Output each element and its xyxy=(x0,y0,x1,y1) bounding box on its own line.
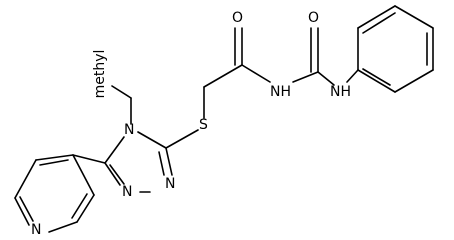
bond xyxy=(109,164,125,185)
bond xyxy=(111,85,132,99)
bond xyxy=(137,131,167,149)
bond xyxy=(346,69,359,83)
bond xyxy=(39,159,69,166)
bond xyxy=(48,221,78,233)
bond xyxy=(203,64,243,88)
molecule-structure: O O NH NH S N methyl N N N xyxy=(14,5,434,235)
bond xyxy=(394,5,434,29)
bond xyxy=(35,154,74,161)
atom-methyl: methyl xyxy=(92,50,108,99)
bond xyxy=(76,194,95,223)
bond xyxy=(72,154,106,164)
atom-n4: N xyxy=(124,122,134,138)
atom-n-pyridine: N xyxy=(31,222,41,235)
bond xyxy=(104,162,121,186)
bond xyxy=(19,196,34,222)
bond xyxy=(241,64,271,83)
atom-o-keto: O xyxy=(232,10,243,26)
bond xyxy=(357,5,396,29)
atom-nh-aniline: NH xyxy=(330,84,351,100)
atom-s: S xyxy=(199,117,208,133)
bond xyxy=(317,71,335,86)
atom-n2: N xyxy=(165,176,175,192)
bond xyxy=(158,151,165,176)
atom-n1: N xyxy=(122,184,132,200)
bond xyxy=(165,147,173,176)
atom-labels: O O NH NH S N methyl N N N xyxy=(31,10,351,235)
bond xyxy=(14,197,30,226)
bond xyxy=(357,69,396,93)
bond xyxy=(362,68,391,86)
atom-nh-amide: NH xyxy=(270,84,291,100)
bond xyxy=(394,69,434,93)
bond-lines xyxy=(14,5,434,233)
bond xyxy=(292,71,319,83)
bond xyxy=(14,159,37,199)
atom-o-urea: O xyxy=(308,10,319,26)
bond xyxy=(165,129,199,149)
bond xyxy=(71,193,88,219)
bond xyxy=(362,12,396,34)
bond xyxy=(72,154,95,196)
bond xyxy=(104,136,125,164)
